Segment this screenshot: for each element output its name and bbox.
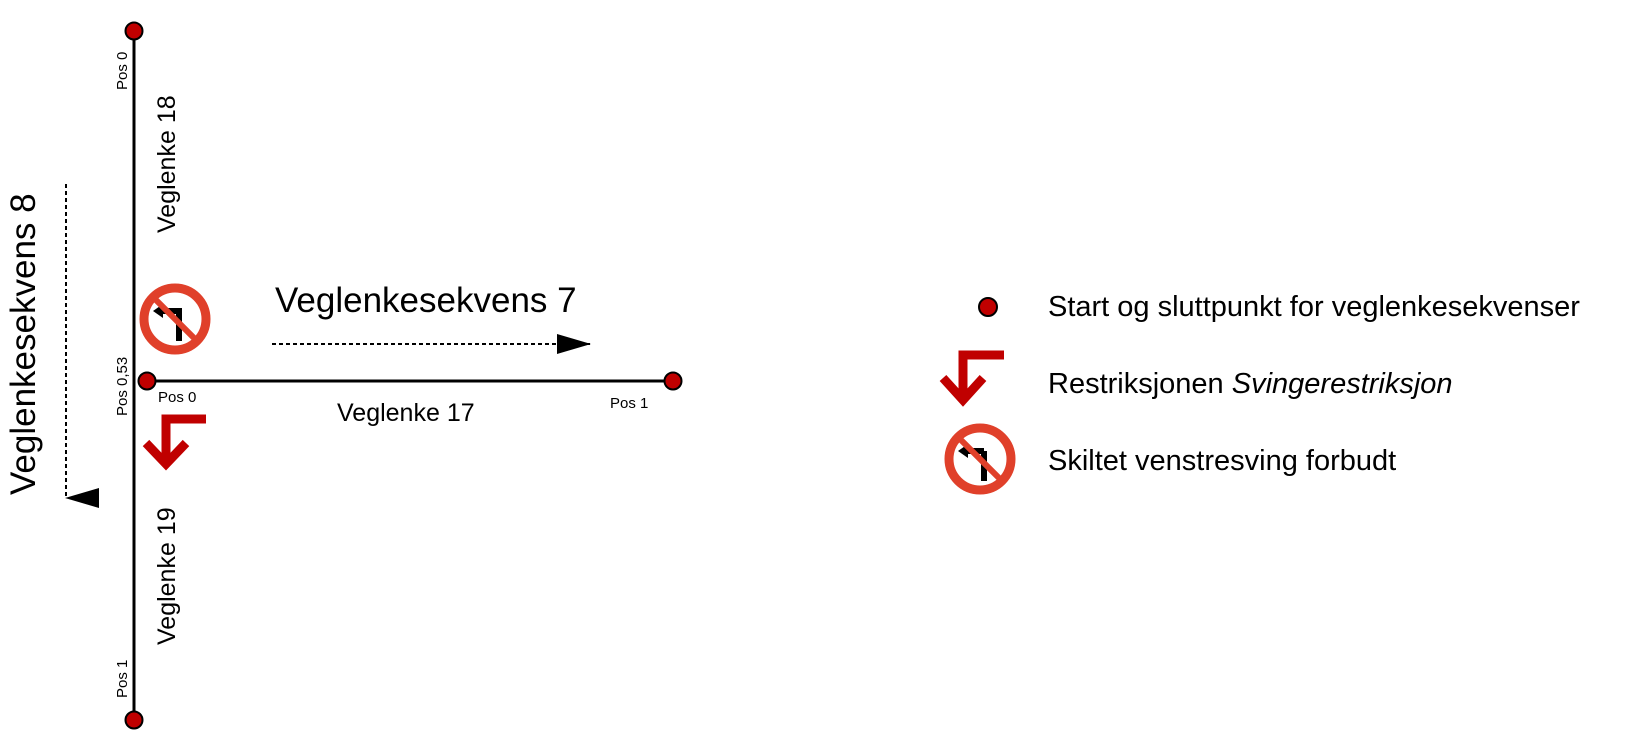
seq7-label: Veglenkesekvens 7 [275, 281, 577, 320]
legend-turn-restriction-arrow-icon [939, 350, 1004, 407]
node-dot-icon [124, 21, 144, 41]
node-dot-icon [137, 371, 157, 391]
legend-sign-text: Skiltet venstresving forbudt [1048, 445, 1397, 477]
link-19-label: Veglenke 19 [153, 507, 181, 645]
pos-label-h-end: Pos 1 [610, 395, 648, 412]
link-17-label: Veglenke 17 [337, 399, 475, 427]
node-dot-icon [663, 371, 683, 391]
pos-label-v-junction: Pos 0,53 [114, 357, 131, 416]
pos-label-v-bottom: Pos 1 [114, 660, 131, 698]
link-18-label: Veglenke 18 [153, 95, 181, 233]
node-dot-icon [124, 710, 144, 730]
pos-label-h-start: Pos 0 [158, 389, 196, 406]
turn-restriction-arrow-icon [142, 414, 206, 471]
no-left-turn-sign-icon [139, 283, 211, 355]
legend-endpoint-text: Start og sluttpunkt for veglenkesekvense… [1048, 291, 1580, 323]
legend-no-left-turn-sign-icon [944, 423, 1016, 495]
legend-restriction-name: Svingerestriksjon [1231, 368, 1453, 400]
pos-label-v-top: Pos 0 [114, 52, 131, 90]
seq8-label: Veglenkesekvens 8 [4, 193, 43, 495]
legend-restriction-text: Restriksjonen Svingerestriksjon [1048, 367, 1453, 401]
legend-restriction-prefix: Restriksjonen [1048, 368, 1232, 400]
legend-node-dot-icon [978, 297, 998, 317]
